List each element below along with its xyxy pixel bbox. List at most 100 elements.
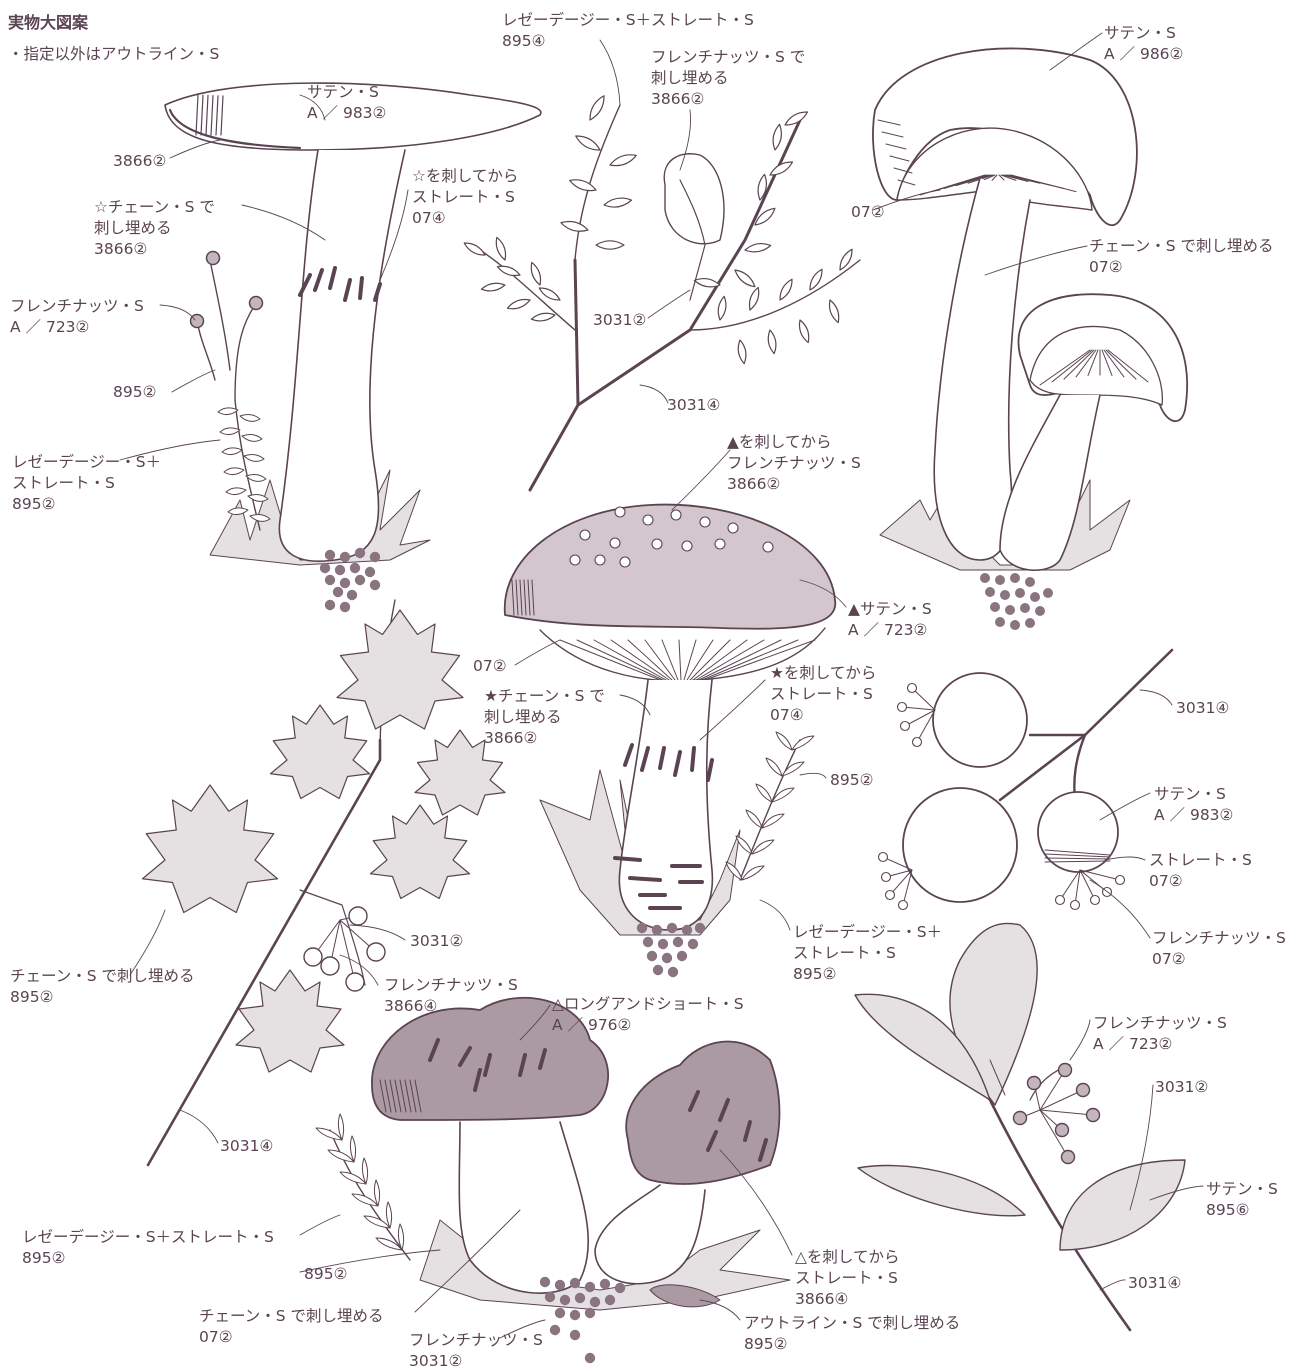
mushroom1-french-knot [333, 587, 343, 597]
mushroom5-french-knot [585, 1353, 595, 1363]
small-berry-knot [321, 957, 339, 975]
bottom-twig-leaf [316, 1128, 342, 1140]
mushroom2-french-knot [985, 587, 995, 597]
label-right-stem-chain: チェーン・S で刺し埋める 07② [1089, 236, 1274, 278]
br-berry-knot [1059, 1064, 1072, 1077]
berry-french-knot [901, 722, 910, 731]
mushroom1-french-knot [370, 580, 380, 590]
left-twig-leaf [220, 428, 240, 435]
center-twig-leaf [746, 810, 762, 828]
label-bottom-twig: 895② [304, 1264, 347, 1285]
fern-leaflet [780, 279, 792, 300]
fern-leaflet [576, 136, 600, 150]
fern-leaflet [610, 155, 636, 166]
fern-leaflet [694, 279, 720, 287]
fern-leaflet [785, 112, 808, 125]
label-leader-line [1140, 690, 1172, 705]
label-small-berries-knot: フレンチナッツ・S 3866④ [384, 975, 518, 1017]
bottom-twig-leaf [362, 1158, 367, 1184]
mushroom4-stem [619, 680, 712, 930]
large-berry [933, 673, 1027, 767]
berry-spray-line [1075, 870, 1080, 905]
label-leader-line [180, 1110, 218, 1143]
mushroom2-french-knot [1030, 592, 1040, 602]
mushroom1-french-knot [325, 550, 335, 560]
left-twig-leaf [242, 435, 262, 442]
fern-leaflet [604, 198, 632, 207]
label-bottom-grass-outline: アウトライン・S で刺し埋める 895② [744, 1313, 960, 1355]
fern-leaflet [590, 96, 604, 120]
mushroom5-french-knot [615, 1283, 625, 1293]
label-leader-line [160, 305, 195, 320]
mushroom4-gill-line [560, 640, 660, 680]
br-berry-knot [1062, 1151, 1075, 1164]
label-leader-line [300, 1215, 340, 1235]
large-berry [903, 788, 1017, 902]
mushroom4-french-knot-dot [700, 517, 710, 527]
fern-leaflet [531, 262, 540, 285]
label-leader-line [1100, 1280, 1125, 1290]
label-center-twig: 895② [830, 770, 873, 791]
center-twig-leaf [766, 758, 782, 776]
mushroom5-french-knot [570, 1310, 580, 1320]
mushroom5-french-knot [555, 1308, 565, 1318]
berry-french-knot [913, 738, 922, 747]
berry-branch-forks [1030, 735, 1085, 800]
fern-leaflet [770, 162, 793, 175]
label-stem-chain: ☆チェーン・S で 刺し埋める 3866② [94, 197, 215, 260]
mushroom4-french-knot [682, 925, 692, 935]
fern-leaflet [507, 299, 530, 308]
br-berry-knot [1087, 1109, 1100, 1122]
default-stitch-note: ・指定以外はアウトライン・S [8, 44, 219, 65]
mushroom4-french-knot [668, 967, 678, 977]
label-leader-line [672, 450, 730, 510]
mushroom4-french-knot-dot [671, 510, 681, 520]
mushroom4-stem-straight-stitch [625, 745, 632, 765]
fern-leaflet [497, 266, 520, 275]
mushroom2-french-knot [1035, 606, 1045, 616]
mushroom5-french-knot [555, 1280, 565, 1290]
label-br-stem: 3031④ [1128, 1273, 1181, 1294]
mushroom2-french-knot [1010, 573, 1020, 583]
label-maple-chain: チェーン・S で刺し埋める 895② [10, 966, 195, 1008]
berry-french-knot [908, 684, 917, 693]
label-leader-line [648, 290, 690, 318]
bottom-twig-leaf [350, 1136, 355, 1162]
fern-leaflet [596, 241, 624, 249]
label-center-stem-chain: ★チェーン・S で 刺し埋める 3866② [484, 686, 605, 749]
mushroom5-french-knot [540, 1277, 550, 1287]
mushroom1-french-knot [350, 563, 360, 573]
fern-leaflet [561, 222, 588, 232]
br-berry-knot [1056, 1124, 1069, 1137]
mushroom5-french-knot [545, 1292, 555, 1302]
left-twig-leaf [240, 415, 260, 422]
mushroom1-french-knot [340, 552, 350, 562]
center-twig-leaf [756, 784, 772, 802]
mushroom4-french-knot-dot [652, 539, 662, 549]
mushroom4-french-knot-dot [620, 557, 630, 567]
mushroom1-french-knot [355, 548, 365, 558]
left-twig-leaf [228, 508, 248, 515]
fern-leaflet [745, 244, 771, 252]
label-berry-straight: ストレート・S 07② [1149, 850, 1252, 892]
mushroom4-french-knot [695, 923, 705, 933]
bottom-twig-leaf [374, 1180, 379, 1206]
left-twig-leaf [244, 455, 264, 462]
mushroom1-french-knot [320, 563, 330, 573]
mushroom4-chain-stitch [630, 878, 660, 880]
maple-leaf [143, 785, 278, 913]
label-br-knots: フレンチナッツ・S A ／ 723② [1093, 1013, 1227, 1055]
label-berry-french-knot: フレンチナッツ・S A ／ 723② [10, 296, 144, 338]
label-leader-line [350, 925, 405, 940]
fern-leaflet [810, 269, 822, 290]
label-center-stem-straight: ★を刺してから ストレート・S 07④ [770, 663, 876, 726]
mushroom4-french-knot-dot [682, 541, 692, 551]
small-berry-knot [349, 907, 367, 925]
label-bottom-cap-longshort: △ロングアンドショート・S A ／ 976② [552, 994, 744, 1036]
mushroom4-french-knot [662, 953, 672, 963]
fern-leaflet [464, 243, 485, 255]
label-leader-line [800, 773, 826, 778]
small-berry-knot [346, 973, 364, 991]
fern-leaflet [773, 124, 781, 150]
